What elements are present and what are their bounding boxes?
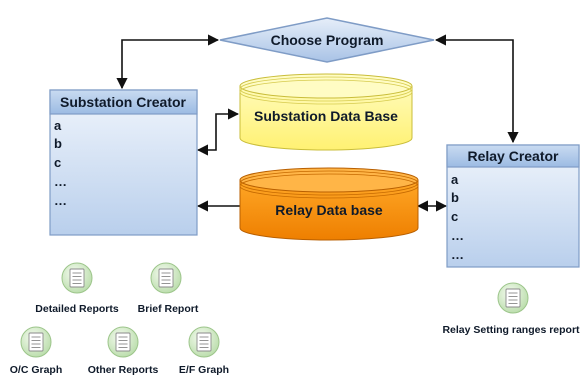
other-reports-button[interactable]: Other Reports <box>88 326 159 376</box>
substation-creator-title: Substation Creator <box>60 94 187 110</box>
substation-item: … <box>54 174 67 189</box>
document-icon <box>20 326 52 358</box>
choose-program-label: Choose Program <box>271 32 384 48</box>
relay-creator-title: Relay Creator <box>467 148 559 164</box>
substation-creator-panel[interactable]: Substation Creator a b c … … <box>49 89 198 236</box>
ef-graph-label: E/F Graph <box>179 364 229 376</box>
substation-item: a <box>54 118 62 133</box>
substation-item: c <box>54 155 61 170</box>
relay-item: … <box>451 247 464 262</box>
substation-item: … <box>54 193 67 208</box>
ef-graph-button[interactable]: E/F Graph <box>179 326 229 376</box>
document-icon <box>188 326 220 358</box>
relay-setting-ranges-report-button[interactable]: Relay Setting ranges report <box>442 282 580 336</box>
arrow-substation-to-db <box>196 108 240 156</box>
oc-graph-button[interactable]: O/C Graph <box>10 326 63 376</box>
relay-database[interactable]: Relay Data base <box>239 167 419 241</box>
relay-item: c <box>451 209 458 224</box>
relay-setting-ranges-report-label: Relay Setting ranges report <box>442 324 580 336</box>
relay-item: b <box>451 190 459 205</box>
relay-item: … <box>451 228 464 243</box>
choose-program-diamond[interactable]: Choose Program <box>219 17 435 63</box>
oc-graph-label: O/C Graph <box>10 364 63 376</box>
brief-report-label: Brief Report <box>138 303 199 315</box>
arrow-choose-to-relay <box>434 34 519 144</box>
document-icon <box>150 262 182 294</box>
relay-item: a <box>451 172 459 187</box>
detailed-reports-button[interactable]: Detailed Reports <box>35 262 119 315</box>
substation-item: b <box>54 136 62 151</box>
other-reports-label: Other Reports <box>88 364 159 376</box>
document-icon <box>107 326 139 358</box>
connectors <box>116 34 519 212</box>
brief-report-button[interactable]: Brief Report <box>138 262 199 315</box>
substation-database-label: Substation Data Base <box>254 108 398 124</box>
substation-database[interactable]: Substation Data Base <box>239 73 413 151</box>
detailed-reports-label: Detailed Reports <box>35 303 119 315</box>
document-icon <box>497 282 529 314</box>
relay-creator-panel[interactable]: Relay Creator a b c … … <box>446 144 580 268</box>
document-icon <box>61 262 93 294</box>
relay-database-label: Relay Data base <box>275 202 383 218</box>
arrow-choose-to-substation <box>116 34 220 90</box>
